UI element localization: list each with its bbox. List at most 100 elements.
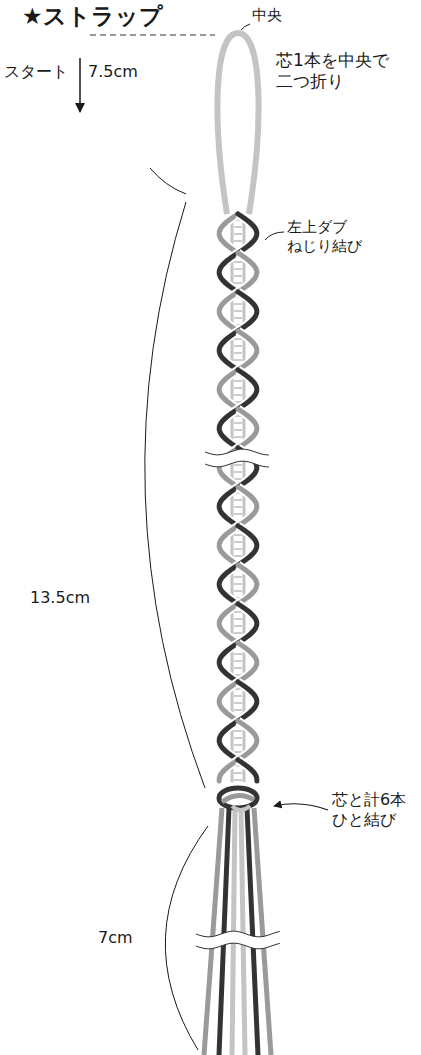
core-hatch (234, 472, 242, 473)
strand-edge (219, 331, 238, 370)
strand-edge (238, 682, 257, 721)
strand-edge (219, 292, 238, 331)
core-hatch (234, 479, 242, 480)
core-hatch (234, 430, 242, 431)
strand-edge (238, 721, 257, 760)
core-hatch (234, 556, 242, 557)
strand (219, 565, 238, 604)
strand-edge (219, 682, 238, 721)
strand-edge (238, 604, 257, 643)
core-hatch (234, 577, 242, 578)
core-hatch (234, 381, 242, 382)
core-hatch (234, 612, 242, 613)
core-hatch (234, 276, 242, 277)
core-hatch (234, 591, 242, 592)
core-hatch (234, 269, 242, 270)
core-hatch (234, 262, 242, 263)
strand (238, 370, 257, 409)
title: ★ストラップ (22, 2, 163, 31)
dimension-label: 13.5cm (30, 588, 90, 608)
core-hatch (234, 549, 242, 550)
strand-edge (238, 253, 257, 292)
twist-braid (205, 214, 269, 782)
core-hatch (234, 584, 242, 585)
strand (219, 370, 238, 409)
core-hatch (234, 661, 242, 662)
core-hatch (234, 752, 242, 753)
strand-edge (219, 526, 238, 565)
core-hatch (234, 304, 242, 305)
break-mark (205, 461, 269, 467)
core-hatch (234, 731, 242, 732)
strand-edge (238, 214, 257, 253)
break-mark (196, 943, 280, 949)
core-hatch (234, 346, 242, 347)
strand-edge (219, 721, 238, 760)
strand (219, 760, 238, 781)
core-hatch (234, 227, 242, 228)
core-hatch (234, 668, 242, 669)
strand-edge (219, 214, 238, 253)
core-hatch (234, 514, 242, 515)
core-hatch (234, 241, 242, 242)
core-hatch (234, 318, 242, 319)
strand (238, 331, 257, 370)
core-hatch (234, 437, 242, 438)
strand-edge (238, 526, 257, 565)
core-hatch (234, 703, 242, 704)
core-hatch (234, 710, 242, 711)
strand (238, 721, 257, 760)
core-hatch (234, 535, 242, 536)
core-hatch (234, 654, 242, 655)
core-hatch (234, 395, 242, 396)
strand (238, 643, 257, 682)
dimension-label: 7.5cm (88, 62, 138, 82)
strand-edge (219, 760, 238, 781)
break-gap (205, 449, 269, 467)
note-label: 芯1本を中央で 二つ折り (276, 50, 392, 93)
start-line (90, 34, 215, 35)
core-hatch (234, 696, 242, 697)
strand (219, 604, 238, 643)
strand-edge (238, 760, 257, 781)
strand-edge (219, 370, 238, 409)
core-hatch (234, 619, 242, 620)
strand-edge (219, 643, 238, 682)
strand-edge (238, 487, 257, 526)
strand-edge (219, 409, 238, 448)
start-arrow (79, 58, 81, 112)
core-hatch (234, 339, 242, 340)
strand-edge (219, 487, 238, 526)
break-gap (196, 931, 280, 949)
cord-tail (241, 808, 245, 1055)
strand-edge (238, 409, 257, 448)
core-hatch (234, 353, 242, 354)
leader-line (265, 232, 284, 240)
strand (219, 721, 238, 760)
core-hatch (234, 507, 242, 508)
overhand-knot (232, 806, 250, 810)
strand (238, 253, 257, 292)
dimension-label: 7cm (98, 928, 133, 948)
strand (219, 409, 238, 448)
dimension-curve (145, 202, 205, 788)
core-hatch (234, 780, 242, 781)
strand (238, 526, 257, 565)
strand (238, 604, 257, 643)
strand-edge (238, 292, 257, 331)
strand (238, 682, 257, 721)
core-hatch (234, 311, 242, 312)
break-mark (196, 931, 280, 937)
core-hatch (234, 626, 242, 627)
core-hatch (234, 633, 242, 634)
strand (219, 292, 238, 331)
strand (219, 253, 238, 292)
strand-edge (219, 604, 238, 643)
start-label: スタート (4, 62, 68, 82)
strand (238, 487, 257, 526)
center-label: 中央 (252, 6, 282, 25)
strand (219, 487, 238, 526)
break-mark (205, 449, 269, 455)
knot-arrow (274, 804, 328, 810)
